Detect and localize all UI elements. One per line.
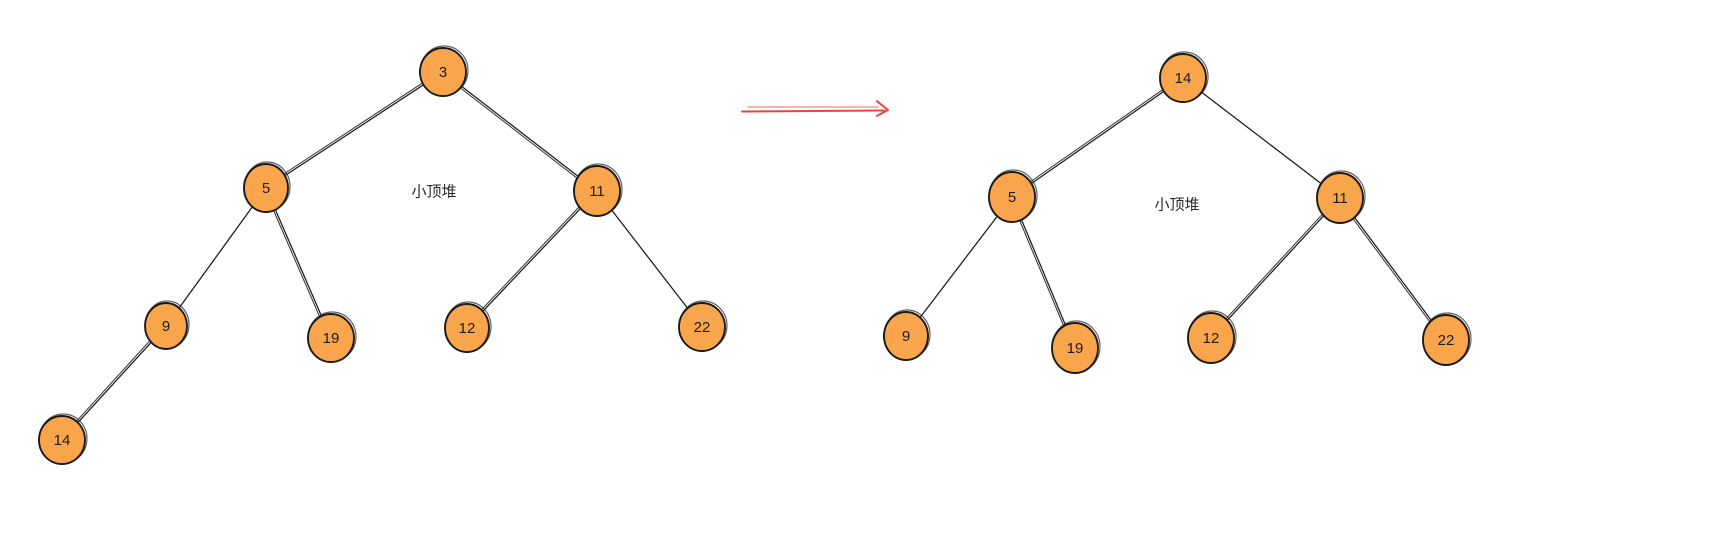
- tree-node-19[interactable]: 19: [1051, 320, 1101, 374]
- tree-node-5[interactable]: 5: [988, 169, 1038, 223]
- tree-node-12[interactable]: 12: [1187, 310, 1237, 364]
- left-tree-caption: 小顶堆: [411, 184, 456, 201]
- tree-edge: [75, 340, 152, 424]
- tree-edge: [1352, 216, 1433, 323]
- tree-node-11[interactable]: 11: [573, 163, 623, 217]
- tree-node-5[interactable]: 5: [243, 161, 291, 213]
- tree-edge: [611, 209, 689, 309]
- tree-edge: [459, 85, 579, 179]
- right-tree-edges: [919, 89, 1433, 327]
- transformation-arrow: [741, 100, 889, 117]
- tree-node-14[interactable]: 14: [1159, 51, 1209, 103]
- tree-node-9[interactable]: 9: [883, 309, 931, 361]
- tree-node-22[interactable]: 22: [678, 300, 728, 352]
- left-tree-nodes: 3 5 11 9 19 12 22 14: [38, 45, 728, 465]
- tree-node-19[interactable]: 19: [307, 311, 357, 363]
- tree-node-9[interactable]: 9: [144, 300, 190, 350]
- tree-edge: [1029, 89, 1165, 185]
- tree-node-11[interactable]: 11: [1316, 170, 1366, 224]
- tree-edge: [1200, 91, 1322, 185]
- right-tree-caption: 小顶堆: [1154, 197, 1199, 214]
- tree-edge: [1019, 219, 1067, 327]
- tree-edge: [283, 82, 425, 177]
- tree-node-14[interactable]: 14: [38, 413, 88, 465]
- tree-edge: [178, 206, 254, 309]
- tree-node-22[interactable]: 22: [1422, 312, 1472, 366]
- tree-edge: [1225, 213, 1325, 321]
- tree-edge: [919, 215, 998, 319]
- tree-node-12[interactable]: 12: [444, 301, 492, 353]
- left-tree-edges: [75, 82, 689, 424]
- tree-node-3[interactable]: 3: [419, 45, 469, 97]
- tree-edge: [273, 209, 323, 318]
- tree-edge: [480, 206, 582, 312]
